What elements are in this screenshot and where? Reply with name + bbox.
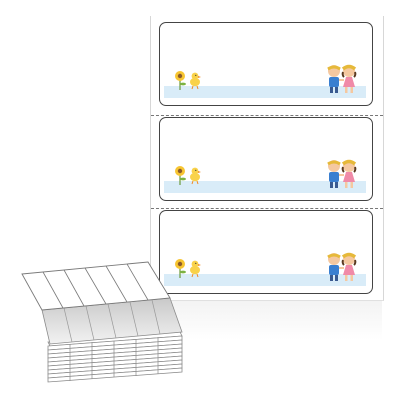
sunflower-icon [175,166,201,185]
sunflower-icon [175,259,201,278]
perforation-line [151,115,383,116]
label-card [159,210,373,294]
chick-icon [190,172,200,182]
blue-band [164,86,366,98]
label-card [159,22,373,106]
sunflower-icon [175,71,201,90]
perforation-line [151,208,383,209]
blue-band [164,274,366,286]
kids-icon [327,252,357,281]
kids-icon [327,159,357,188]
label-sheet [150,16,384,301]
chick-icon [190,265,200,275]
fanfold-stack-icon [21,261,183,383]
label-card [159,117,373,201]
sheet-reflection [150,300,382,340]
blue-band [164,181,366,193]
kids-icon [327,64,357,93]
chick-icon [190,77,200,87]
